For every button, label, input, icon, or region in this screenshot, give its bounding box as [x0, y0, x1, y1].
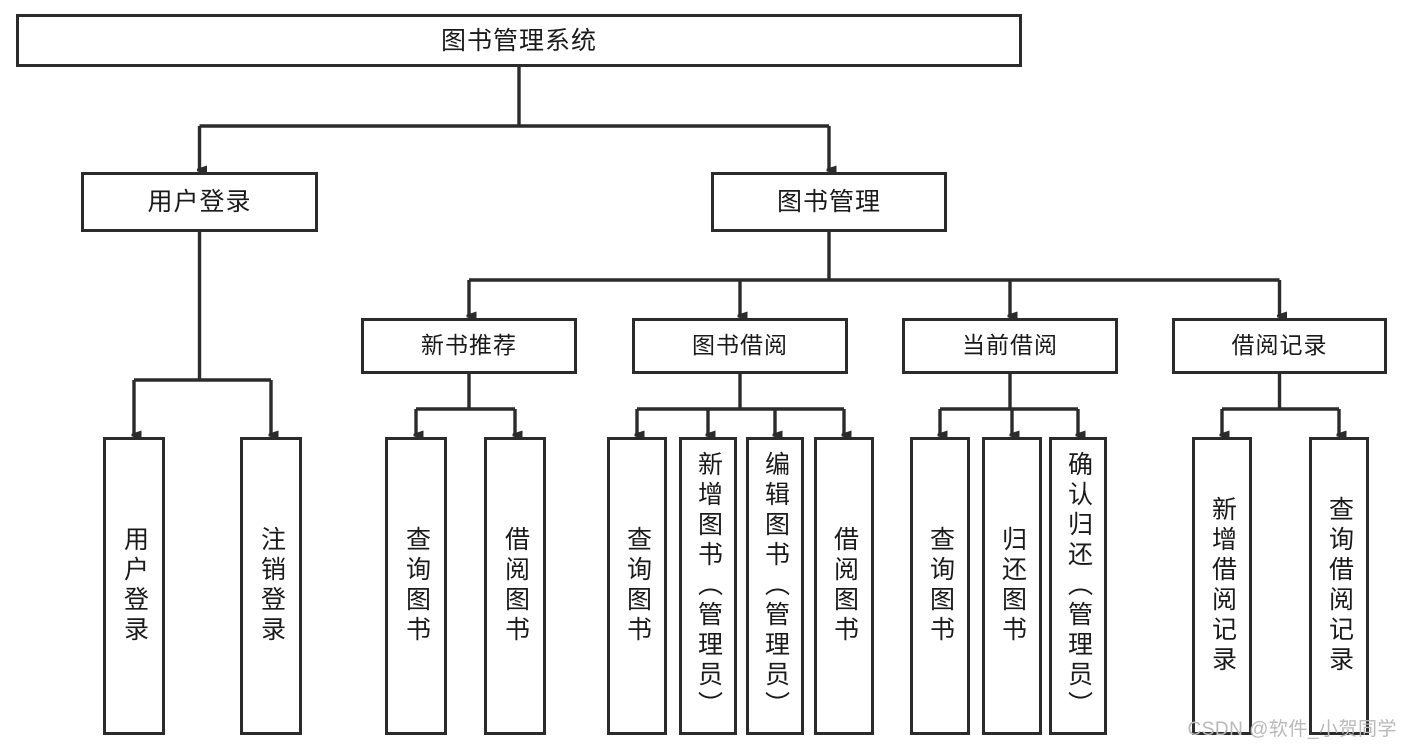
- node-leaf-borrow-book-2[interactable]: 借阅图书: [814, 437, 874, 735]
- node-leaf-add-book[interactable]: 新增图书（管理员）: [679, 437, 737, 735]
- node-leaf-query-book-3[interactable]: 查询图书: [910, 437, 970, 735]
- node-new-book-rec[interactable]: 新书推荐: [361, 318, 577, 374]
- node-book-borrow[interactable]: 图书借阅: [632, 318, 848, 374]
- node-leaf-add-record[interactable]: 新增借阅记录: [1192, 437, 1252, 735]
- node-borrow-record-label: 借阅记录: [1231, 332, 1328, 359]
- node-leaf-query-record-label: 查询借阅记录: [1325, 496, 1354, 676]
- node-leaf-logout[interactable]: 注销登录: [240, 437, 302, 735]
- node-leaf-query-book-1-label: 查询图书: [402, 526, 431, 646]
- node-leaf-query-record[interactable]: 查询借阅记录: [1309, 437, 1369, 735]
- node-leaf-return-book[interactable]: 归还图书: [982, 437, 1042, 735]
- node-leaf-borrow-book-1[interactable]: 借阅图书: [484, 437, 546, 735]
- node-leaf-query-book-3-label: 查询图书: [926, 526, 955, 646]
- node-leaf-confirm-return-label: 确认归还（管理员）: [1064, 451, 1093, 721]
- node-leaf-borrow-book-1-label: 借阅图书: [501, 526, 530, 646]
- watermark-text: CSDN @软件_小贺同学: [1187, 719, 1397, 740]
- node-leaf-edit-book[interactable]: 编辑图书（管理员）: [746, 437, 804, 735]
- node-leaf-logout-label: 注销登录: [257, 526, 286, 646]
- node-book-borrow-label: 图书借阅: [692, 332, 788, 359]
- node-new-book-rec-label: 新书推荐: [421, 332, 517, 359]
- node-root[interactable]: 图书管理系统: [16, 14, 1022, 67]
- node-leaf-confirm-return[interactable]: 确认归还（管理员）: [1049, 437, 1107, 735]
- node-leaf-query-book-2[interactable]: 查询图书: [607, 437, 667, 735]
- node-book-manage[interactable]: 图书管理: [711, 172, 947, 232]
- node-book-manage-label: 图书管理: [776, 188, 881, 216]
- node-leaf-borrow-book-2-label: 借阅图书: [830, 526, 859, 646]
- node-borrow-record[interactable]: 借阅记录: [1172, 318, 1387, 374]
- node-leaf-query-book-1[interactable]: 查询图书: [385, 437, 447, 735]
- node-current-borrow-label: 当前借阅: [962, 332, 1058, 359]
- node-leaf-user-login[interactable]: 用户登录: [103, 437, 165, 735]
- node-leaf-edit-book-label: 编辑图书（管理员）: [761, 451, 790, 721]
- node-root-label: 图书管理系统: [440, 26, 597, 55]
- node-current-borrow[interactable]: 当前借阅: [902, 318, 1118, 374]
- node-leaf-return-book-label: 归还图书: [998, 526, 1027, 646]
- node-user-login-label: 用户登录: [147, 188, 252, 216]
- node-leaf-add-book-label: 新增图书（管理员）: [694, 451, 723, 721]
- node-leaf-user-login-label: 用户登录: [120, 526, 149, 646]
- node-leaf-query-book-2-label: 查询图书: [623, 526, 652, 646]
- node-user-login[interactable]: 用户登录: [81, 172, 318, 232]
- node-leaf-add-record-label: 新增借阅记录: [1208, 496, 1237, 676]
